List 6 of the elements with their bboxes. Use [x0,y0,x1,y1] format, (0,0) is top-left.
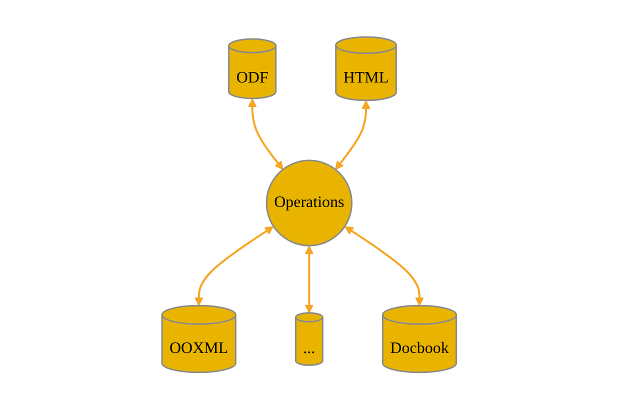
node-circle: Operations [266,160,353,247]
arrow [305,246,314,314]
arrow [345,226,424,306]
arrow [335,100,371,170]
arrow [248,98,284,170]
arrow [194,226,274,306]
